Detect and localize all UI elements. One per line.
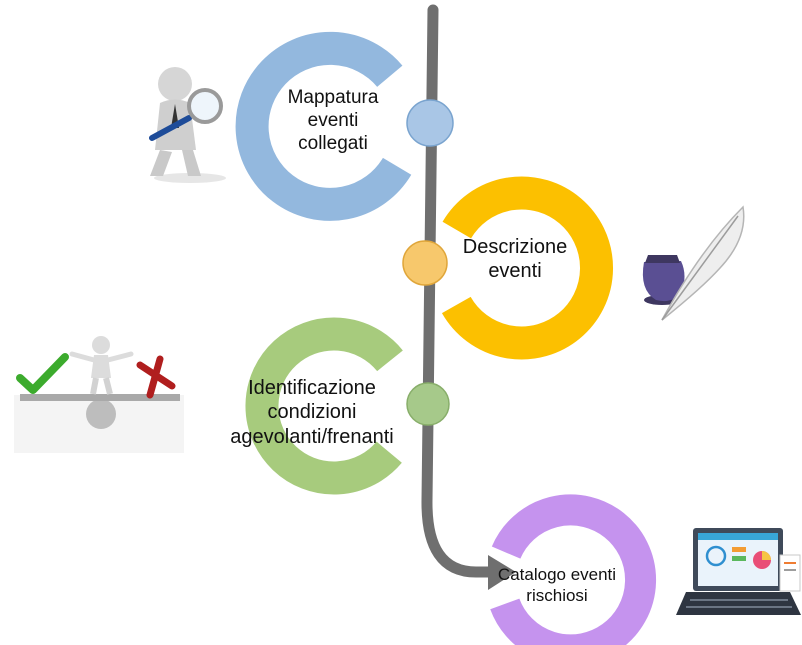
node-descrizione <box>402 240 448 286</box>
inkwell-quill-icon <box>642 205 745 321</box>
ring-identificazione <box>245 317 403 495</box>
stage-label-line: Mappatura <box>287 87 379 108</box>
balance-check-cross-icon <box>14 336 184 453</box>
node-mappatura <box>406 99 454 147</box>
stage-label-mappatura: Mappatura eventi collegati <box>268 86 398 156</box>
timeline-line <box>421 4 506 578</box>
timeline-arrowhead <box>488 555 516 590</box>
stage-label-line: Catalogo eventi <box>497 565 617 584</box>
ring-descrizione <box>441 176 613 360</box>
ring-catalogo <box>490 494 657 645</box>
stage-label-descrizione: Descrizione eventi <box>440 235 590 284</box>
stage-label-line: rischiosi <box>526 585 588 605</box>
stage-label-catalogo: Catalogo eventi rischiosi <box>484 565 630 606</box>
stage-label-line: collegati <box>298 133 368 155</box>
laptop-dashboard-icon <box>676 528 801 615</box>
stage-label-line: agevolanti/frenanti <box>230 425 394 448</box>
ring-mappatura <box>235 31 412 221</box>
stage-label-line: eventi <box>488 260 542 283</box>
node-identificazione <box>406 382 450 426</box>
stage-label-line: condizioni <box>267 401 357 424</box>
stage-label-line: Identificazione <box>248 377 376 399</box>
stage-label-line: Descrizione <box>462 236 568 258</box>
magnifier-figure-icon <box>149 67 226 183</box>
stage-label-line: eventi <box>307 110 359 132</box>
stage-label-identificazione: Identificazione condizioni agevolanti/fr… <box>212 376 412 449</box>
